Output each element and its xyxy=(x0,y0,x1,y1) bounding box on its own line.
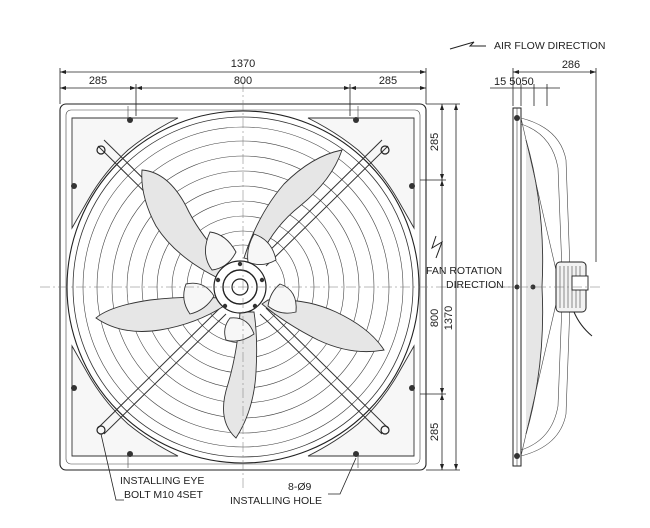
mounting-hole xyxy=(353,117,359,123)
front-view xyxy=(40,82,520,490)
mounting-holes xyxy=(71,117,415,457)
rotation-arrow-icon xyxy=(431,235,443,259)
motor-junction-box xyxy=(571,275,589,291)
corner-panel-top-right xyxy=(307,117,415,230)
mounting-hole xyxy=(127,451,133,457)
eye-bolt-callout: INSTALLING EYE BOLT M10 4SET xyxy=(100,433,204,501)
mounting-hole xyxy=(409,183,415,189)
air-flow-label-group: AIR FLOW DIRECTION xyxy=(449,40,605,52)
width-left-dim: 285 xyxy=(89,75,107,87)
eye-bolt-label-line1: INSTALLING EYE xyxy=(120,475,204,487)
rotation-label-line1: FAN ROTATION xyxy=(426,265,502,277)
side-dimensions: 286 15 5050 xyxy=(490,59,597,262)
corner-panel-bottom-right xyxy=(307,344,415,457)
hub-bolts xyxy=(215,261,265,309)
motor-cable xyxy=(573,311,593,337)
hole-label-line1: 8-Ø9 xyxy=(288,481,312,493)
eye-bolts xyxy=(96,145,390,435)
eye-bolt xyxy=(380,145,390,155)
depth-parts-dim: 15 5050 xyxy=(494,76,534,88)
air-flow-label: AIR FLOW DIRECTION xyxy=(494,40,605,52)
mounting-hole xyxy=(127,117,133,123)
width-mid-dim: 800 xyxy=(234,75,252,87)
height-mid-dim: 800 xyxy=(429,309,441,327)
mounting-hole xyxy=(71,385,77,391)
hole-label-line2: INSTALLING HOLE xyxy=(230,495,322,507)
top-bridge xyxy=(127,106,359,118)
blade-4 xyxy=(223,311,258,439)
mounting-hole xyxy=(353,451,359,457)
side-view xyxy=(500,107,600,467)
rotation-label-line2: DIRECTION xyxy=(446,279,504,291)
height-top-dim: 285 xyxy=(429,133,441,151)
height-bottom-dim: 285 xyxy=(429,423,441,441)
blade-2 xyxy=(243,149,343,263)
mounting-hole xyxy=(409,385,415,391)
eye-bolt-label-line2: BOLT M10 4SET xyxy=(124,489,204,501)
eye-bolt xyxy=(96,145,106,155)
width-total-dim: 1370 xyxy=(231,58,255,70)
side-guard xyxy=(520,117,571,457)
rotation-label-group: FAN ROTATION DIRECTION xyxy=(426,235,504,291)
depth-total-dim: 286 xyxy=(562,59,580,71)
bottom-bridge xyxy=(127,456,359,468)
corner-panel-top-left xyxy=(71,117,179,230)
front-dimensions: 1370 285 800 285 285 800 285 1370 xyxy=(59,58,460,471)
height-total-dim: 1370 xyxy=(443,306,455,330)
width-right-dim: 285 xyxy=(379,75,397,87)
air-flow-arrow-icon xyxy=(449,41,486,50)
mounting-hole-callout: 8-Ø9 INSTALLING HOLE xyxy=(230,457,357,507)
mounting-hole xyxy=(71,183,77,189)
eye-bolt xyxy=(380,425,390,435)
corner-panel-bottom-left xyxy=(71,344,179,457)
blade-root-plates xyxy=(183,231,297,342)
